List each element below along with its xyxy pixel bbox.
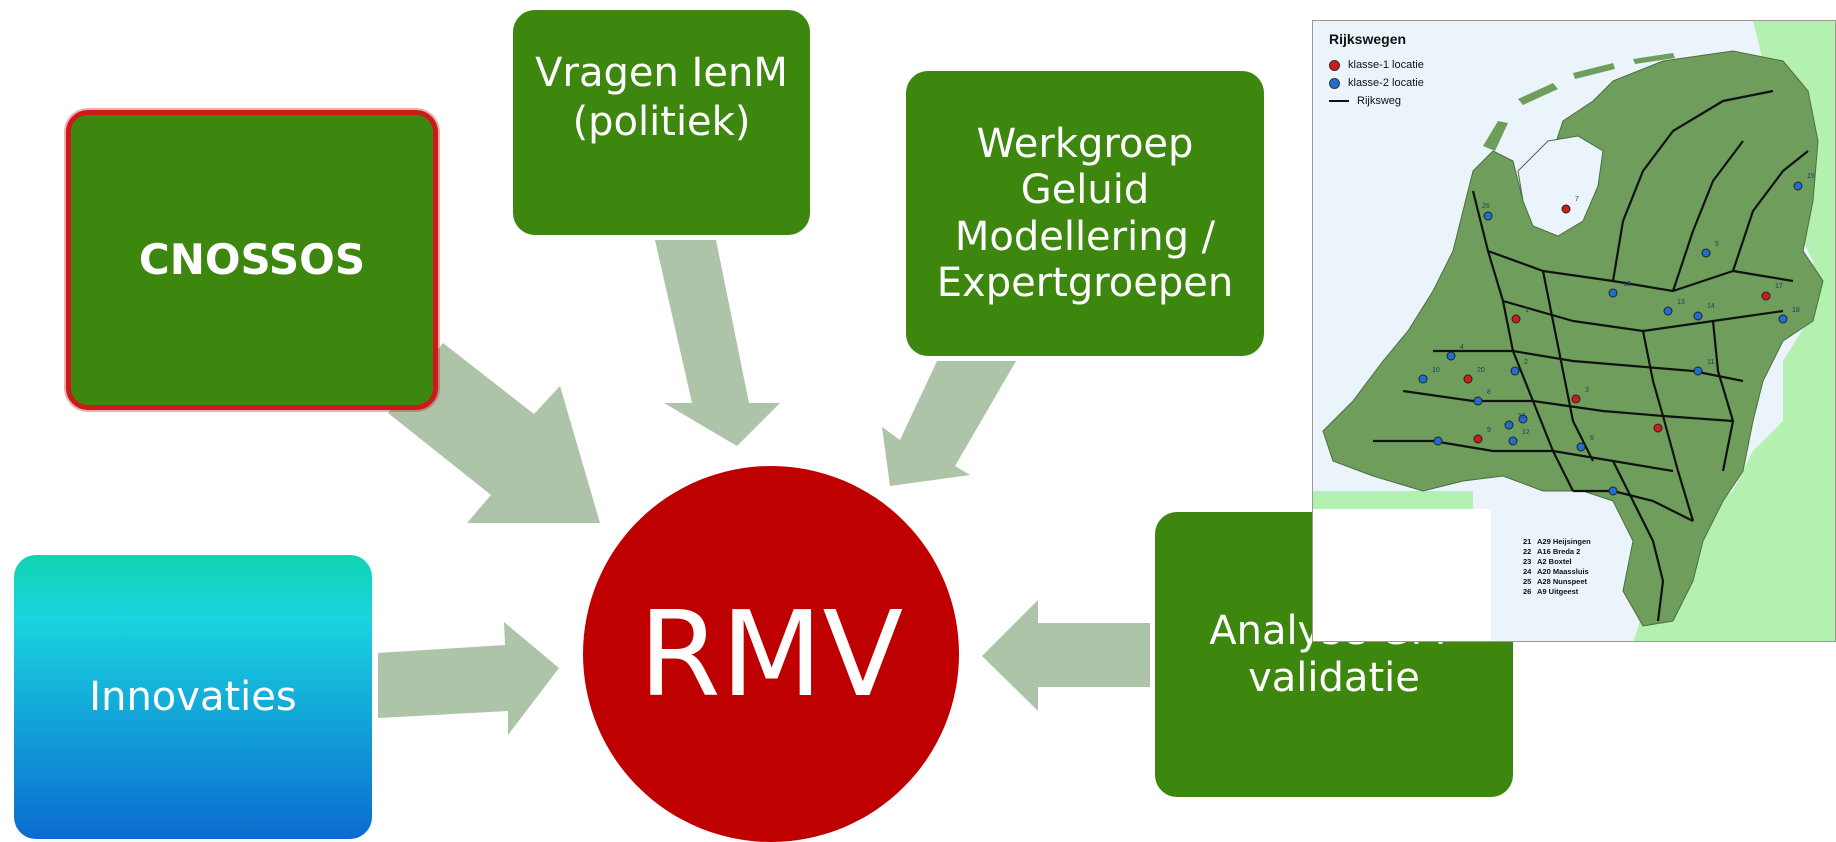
node-vragen: Vragen IenM (politiek)	[513, 10, 810, 235]
map-ijsselmeer	[1517, 135, 1604, 237]
map-legend-class2: klasse-2 locatie	[1329, 77, 1424, 89]
location-number-label: 9	[1487, 427, 1491, 434]
location-number-label: 12	[1522, 429, 1530, 436]
map-locations	[1418, 181, 1803, 496]
map-rijkswegen: Rijkswegen klasse-1 locatie klasse-2 loc…	[1312, 20, 1836, 642]
map-legend-class1: klasse-1 locatie	[1329, 59, 1424, 71]
center-rmv: RMV	[583, 466, 959, 842]
location-number-label: 10	[1432, 367, 1440, 374]
node-vragen-label: Vragen IenM (politiek)	[535, 49, 788, 145]
location-number-label: 13	[1677, 299, 1685, 306]
arrow-werkgroep	[882, 361, 1016, 486]
location-number-label: 20	[1477, 367, 1485, 374]
location-number-label: 17	[1775, 283, 1783, 290]
map-legend-road: Rijksweg	[1329, 95, 1401, 107]
map-roads	[1373, 89, 1809, 622]
map-germany	[1633, 21, 1835, 641]
location-number-label: 18	[1792, 307, 1800, 314]
node-werkgroep-label: Werkgroep Geluid Modellering / Expertgro…	[936, 120, 1234, 306]
location-number-label: 4	[1460, 344, 1464, 351]
node-innovaties: Innovaties	[14, 555, 372, 839]
location-number-label: 15	[1807, 173, 1815, 180]
map-title: Rijkswegen	[1329, 31, 1407, 47]
map-netherlands	[1322, 50, 1824, 627]
map-graphic	[1313, 21, 1835, 641]
location-number-label: 2	[1524, 359, 1528, 366]
location-number-label: 6	[1590, 435, 1594, 442]
legend-red-dot-icon	[1329, 59, 1340, 71]
map-legend-road-label: Rijksweg	[1357, 95, 1402, 107]
arrow-analyse	[982, 600, 1150, 711]
arrow-cnossos	[388, 343, 600, 523]
node-werkgroep: Werkgroep Geluid Modellering / Expertgro…	[906, 71, 1264, 356]
legend-road-line-icon	[1329, 100, 1349, 102]
location-number-label: 8	[1487, 389, 1491, 396]
map-islands	[1483, 53, 1675, 151]
location-number-label: 3	[1585, 387, 1589, 394]
node-cnossos-label: CNOSSOS	[138, 235, 366, 285]
map-cutout	[1313, 509, 1491, 641]
location-number-label: 26	[1482, 203, 1490, 210]
location-number-label: 1	[1525, 307, 1529, 314]
location-number-label: 19	[1623, 281, 1631, 288]
map-legend-class2-label: klasse-2 locatie	[1348, 77, 1424, 89]
location-number-label: 16	[1518, 413, 1526, 420]
map-location-labels: 26 7 5 15 19 14 1 13 17 18 4 20 2 3 11 8 10 16 9 12 6	[1432, 173, 1815, 442]
location-number-label: 7	[1575, 196, 1579, 203]
location-number-label: 5	[1715, 241, 1719, 248]
center-rmv-label: RMV	[638, 585, 904, 723]
node-innovaties-label: Innovaties	[89, 673, 297, 720]
legend-blue-dot-icon	[1329, 77, 1340, 89]
arrow-innovaties	[378, 622, 559, 735]
location-number-label: 11	[1707, 359, 1714, 366]
location-number-label: 14	[1707, 303, 1715, 310]
arrow-vragen	[655, 240, 780, 446]
map-legend-class1-label: klasse-1 locatie	[1348, 59, 1424, 71]
node-cnossos: CNOSSOS	[66, 110, 438, 410]
